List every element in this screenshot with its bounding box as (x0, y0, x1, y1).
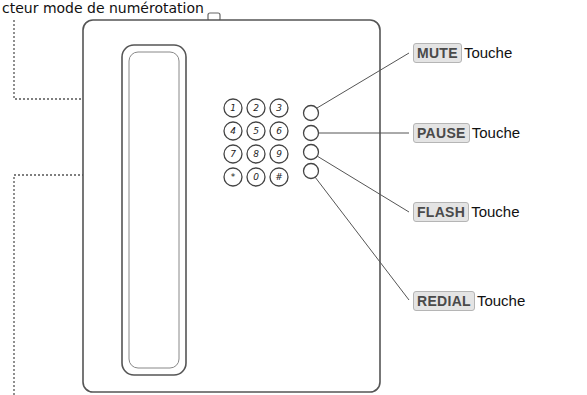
key-digit: # (270, 171, 288, 183)
key-digit: 5 (247, 125, 265, 137)
key-caption: Touche (464, 44, 512, 62)
leader-lines (315, 53, 409, 300)
key-label: FLASH (413, 202, 469, 222)
key-label: REDIAL (413, 291, 475, 311)
key-digit: 4 (224, 125, 242, 137)
key-digit: * (224, 171, 242, 183)
key-digit: 7 (224, 148, 242, 160)
key-digit: 0 (247, 171, 265, 183)
callout-text: cteur mode de numérotation (2, 0, 204, 16)
leader-line (315, 177, 409, 300)
key-caption: Touche (471, 203, 519, 221)
keypad (224, 99, 288, 186)
key-digit: 3 (270, 102, 288, 114)
key-digit: 2 (247, 102, 265, 114)
handset-inner (129, 52, 179, 368)
handset (122, 45, 186, 375)
key-caption: Touche (472, 124, 520, 142)
leader-line (319, 133, 409, 134)
key-label: PAUSE (413, 123, 470, 143)
function-buttons (304, 106, 319, 179)
key-caption: Touche (477, 292, 525, 310)
phone-body (83, 20, 380, 392)
key-digit: 9 (270, 148, 288, 160)
leader-line (317, 156, 409, 212)
key-digit: 1 (224, 102, 242, 114)
key-digit: 6 (270, 125, 288, 137)
key-digit: 8 (247, 148, 265, 160)
key-label: MUTE (413, 43, 462, 63)
leader-line (317, 53, 409, 108)
